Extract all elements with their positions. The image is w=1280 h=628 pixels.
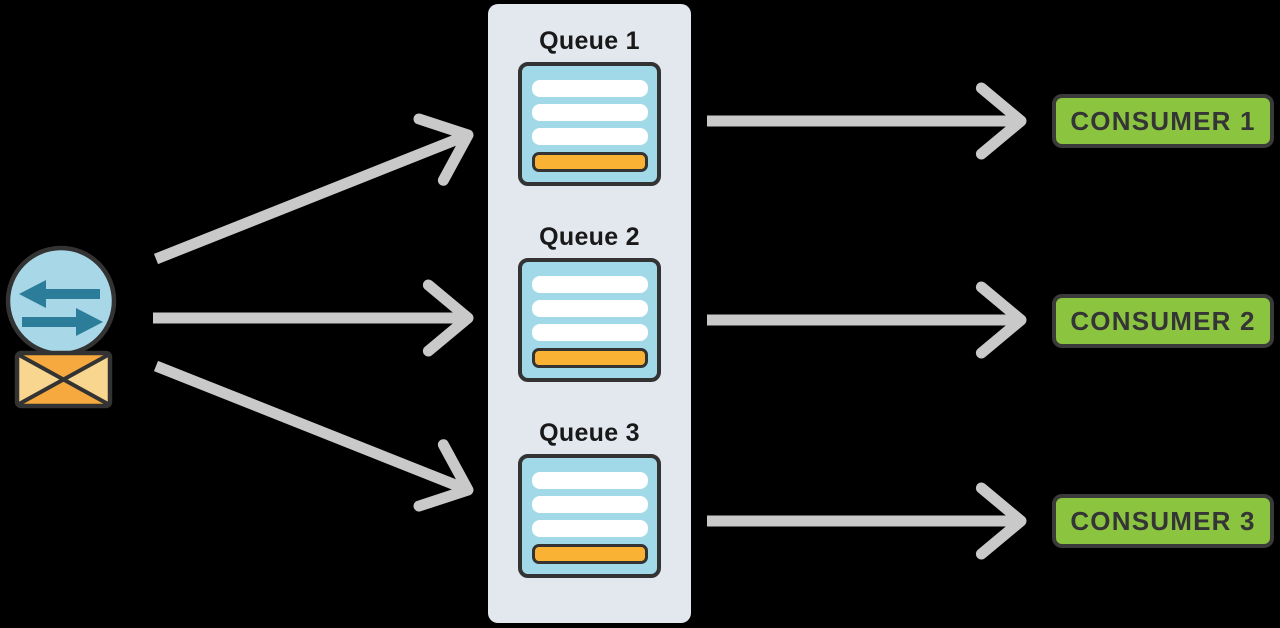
queue-1-icon	[518, 62, 661, 186]
message-broker-icon	[0, 240, 130, 420]
queue-3-icon	[518, 454, 661, 578]
message-bar-highlight	[531, 348, 648, 368]
queues-panel: Queue 1 Queue 2 Queue 3	[488, 4, 691, 623]
message-bar	[531, 472, 648, 489]
queue-1-group: Queue 1	[488, 26, 691, 186]
arrow-producer-to-queue-1	[153, 113, 474, 265]
message-bar	[531, 520, 648, 537]
queue-1-label: Queue 1	[539, 27, 640, 55]
consumer-1-label: CONSUMER 1	[1070, 105, 1256, 136]
message-bar	[531, 496, 648, 513]
message-bar	[531, 324, 648, 341]
consumer-2-badge: CONSUMER 2	[1052, 294, 1274, 348]
message-bar	[531, 276, 648, 293]
message-bar-highlight	[531, 152, 648, 172]
message-bar-highlight	[531, 544, 648, 564]
message-broker-icon-svg	[5, 245, 117, 409]
consumer-1-badge: CONSUMER 1	[1052, 94, 1274, 148]
queue-2-group: Queue 2	[488, 222, 691, 382]
exchange-arrows-circle-icon	[5, 245, 117, 357]
consumer-3-badge: CONSUMER 3	[1052, 494, 1274, 548]
envelope-icon	[14, 350, 113, 409]
queue-2-icon	[518, 258, 661, 382]
consumer-3-label: CONSUMER 3	[1070, 505, 1256, 536]
queue-2-label: Queue 2	[539, 223, 640, 251]
message-bar	[531, 128, 648, 145]
message-bar	[531, 104, 648, 121]
queue-3-group: Queue 3	[488, 418, 691, 578]
message-bar	[531, 300, 648, 317]
message-bar	[531, 80, 648, 97]
queue-3-label: Queue 3	[539, 419, 640, 447]
consumer-2-label: CONSUMER 2	[1070, 305, 1256, 336]
arrow-producer-to-queue-3	[153, 360, 474, 512]
